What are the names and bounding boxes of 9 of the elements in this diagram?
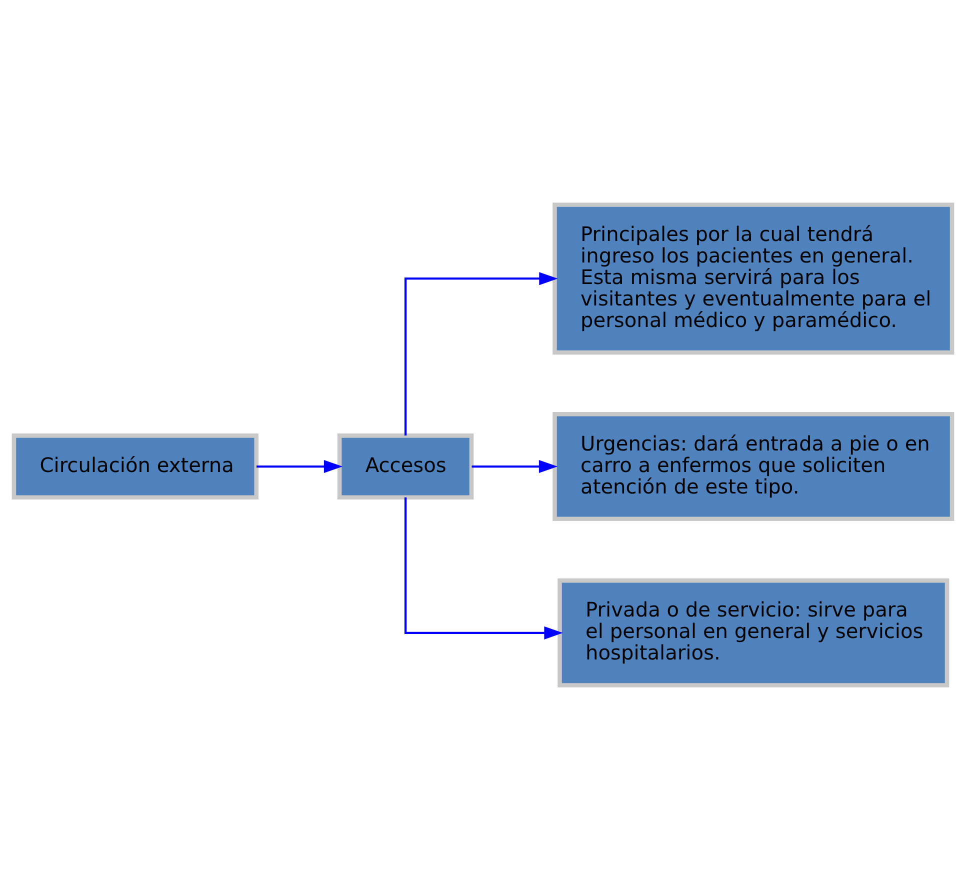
node-box: Urgencias: dará entrada a pie o en carro a enfermos que soliciten atención de este tipo. bbox=[552, 412, 954, 522]
arrow bbox=[472, 460, 558, 474]
arrow bbox=[256, 460, 343, 474]
node-box: Accesos bbox=[337, 434, 474, 500]
node-box: Circulación externa bbox=[12, 434, 259, 500]
node-box: Principales por la cual tendrá ingreso los pacientes en general. Esta misma servirá para los visitantes y eventualmente para el personal médico y paramédico. bbox=[552, 202, 954, 355]
arrow bbox=[404, 272, 558, 436]
node-box: Privada o de servicio: sirve para el personal en general y servicios hospitalarios. bbox=[558, 578, 950, 688]
arrow bbox=[404, 497, 563, 640]
